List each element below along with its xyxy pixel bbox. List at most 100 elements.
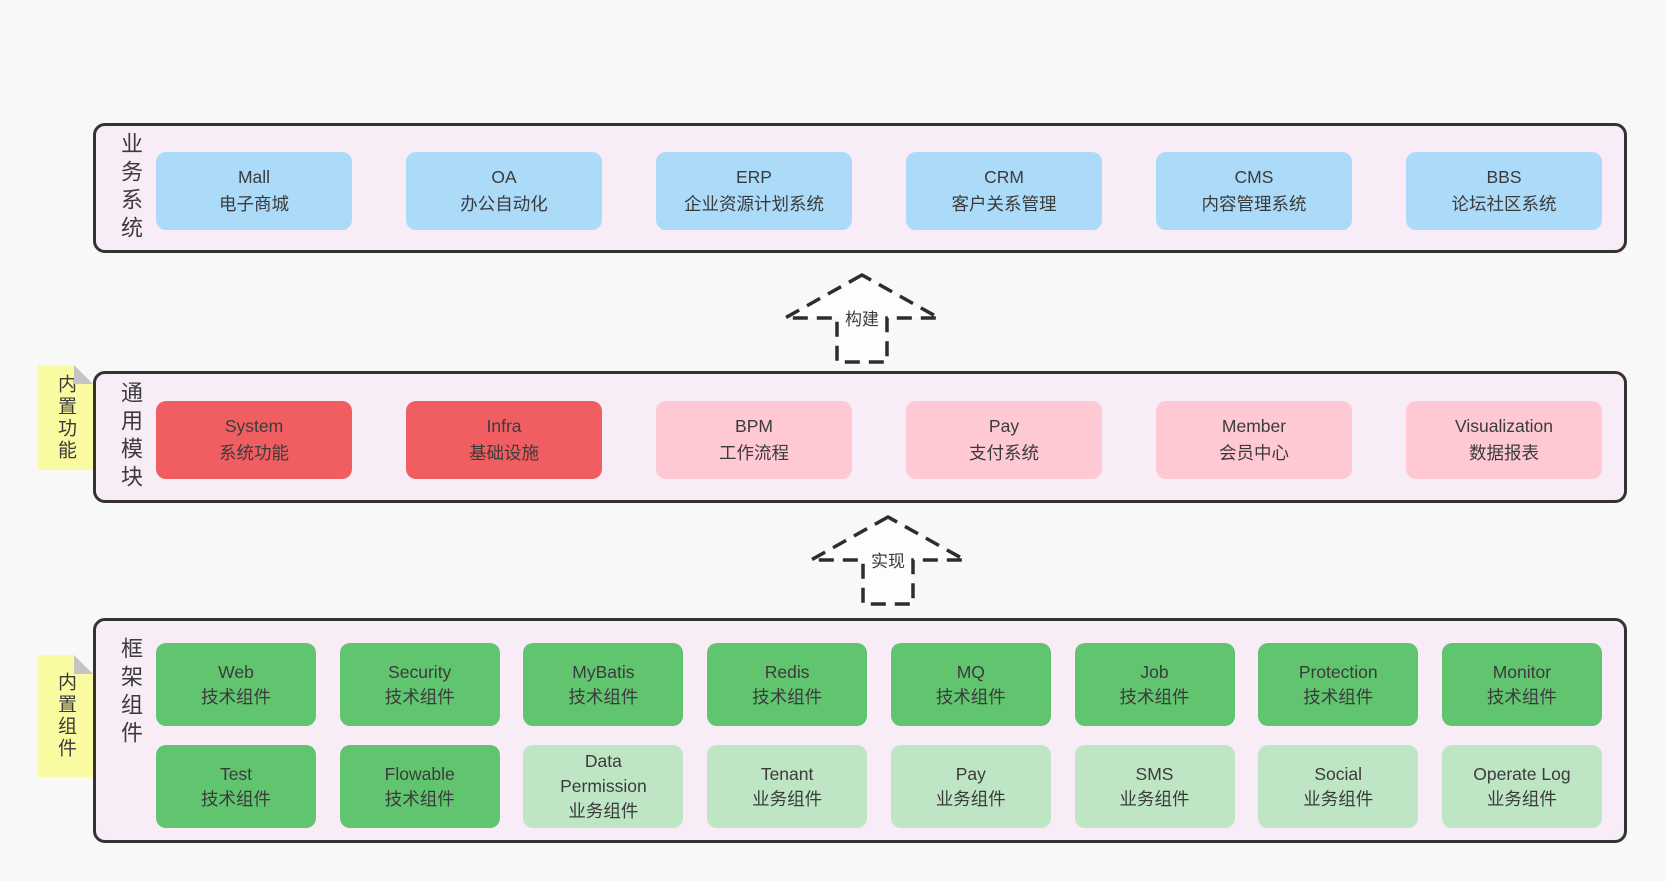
sticky-note-label: 内置组件 <box>55 672 76 760</box>
box-desc: 系统功能 <box>219 443 289 463</box>
diagram-box-visualization: Visualization 数据报表 <box>1406 401 1602 479</box>
box-desc: 电子商城 <box>219 194 289 214</box>
diagram-box-data-permission: Data Permission 业务组件 <box>523 745 684 828</box>
box-name: OA <box>491 167 517 187</box>
box-desc: 业务组件 <box>1303 788 1374 809</box>
box-name: Data Permission <box>560 751 647 796</box>
box-name: Security <box>388 661 452 682</box>
diagram-box-security: Security 技术组件 <box>339 643 500 726</box>
diagram-box-sms: SMS 业务组件 <box>1074 745 1235 828</box>
build-arrow-label: 构建 <box>843 308 881 332</box>
box-desc: 技术组件 <box>384 788 455 809</box>
box-name: MQ <box>956 661 985 682</box>
diagram-box-tenant: Tenant 业务组件 <box>707 745 868 828</box>
diagram-box-flowable: Flowable 技术组件 <box>339 745 500 828</box>
diagram-box-monitor: Monitor 技术组件 <box>1441 643 1602 726</box>
box-name: Test <box>219 763 253 784</box>
box-desc: 业务组件 <box>1119 788 1190 809</box>
diagram-box-operate-log: Operate Log 业务组件 <box>1441 745 1602 828</box>
box-name: Flowable <box>384 763 455 784</box>
box-name: SMS <box>1135 763 1174 784</box>
diagram-box-infra: Infra 基础设施 <box>406 401 602 479</box>
sticky-note-label: 内置功能 <box>55 373 76 462</box>
box-name: Member <box>1221 416 1287 436</box>
box-name: Tenant <box>760 763 814 784</box>
build-arrow: 构建 <box>777 270 947 366</box>
box-desc: 业务组件 <box>1486 788 1557 809</box>
box-name: Pay <box>988 416 1020 436</box>
diagram-box-bbs: BBS 论坛社区系统 <box>1406 152 1602 230</box>
box-desc: 技术组件 <box>935 686 1006 707</box>
box-name: System <box>224 416 284 436</box>
diagram-box-oa: OA 办公自动化 <box>406 152 602 230</box>
folded-corner-icon <box>74 655 93 674</box>
box-name: Web <box>218 661 254 682</box>
diagram-box-system: System 系统功能 <box>156 401 352 479</box>
box-desc: 内容管理系统 <box>1201 194 1307 214</box>
diagram-box-job: Job 技术组件 <box>1074 643 1235 726</box>
framework-components-side-label: 框架组件 <box>118 637 143 749</box>
diagram-box-pay: Pay 支付系统 <box>906 401 1102 479</box>
box-desc: 技术组件 <box>384 686 455 707</box>
common-modules-row: System 系统功能 Infra 基础设施 BPM 工作流程 Pay 支付系统 Member 会… <box>156 401 1602 479</box>
diagram-box-crm: CRM 客户关系管理 <box>906 152 1102 230</box>
box-desc: 技术组件 <box>1119 686 1190 707</box>
implement-arrow: 实现 <box>803 512 973 608</box>
box-desc: 支付系统 <box>969 443 1039 463</box>
box-desc: 技术组件 <box>201 686 271 707</box>
box-name: Protection <box>1298 661 1378 682</box>
folded-corner-icon <box>74 365 93 384</box>
sticky-note-builtin-features: 内置功能 <box>38 365 93 470</box>
box-name: Job <box>1140 661 1169 682</box>
box-name: Infra <box>486 416 522 436</box>
box-desc: 技术组件 <box>201 788 271 809</box>
box-desc: 工作流程 <box>719 443 789 463</box>
box-desc: 客户关系管理 <box>951 194 1057 214</box>
business-systems-side-label: 业务系统 <box>118 132 143 244</box>
common-modules-side-label: 通用模块 <box>118 381 143 493</box>
box-name: Mall <box>237 167 271 187</box>
diagram-box-mall: Mall 电子商城 <box>156 152 352 230</box>
box-desc: 数据报表 <box>1469 443 1539 463</box>
diagram-box-web: Web 技术组件 <box>156 643 316 726</box>
box-desc: 企业资源计划系统 <box>684 194 824 214</box>
box-desc: 业务组件 <box>752 788 823 809</box>
box-desc: 办公自动化 <box>460 194 548 214</box>
diagram-box-protection: Protection 技术组件 <box>1258 643 1419 726</box>
box-name: Operate Log <box>1473 763 1571 784</box>
diagram-box-mybatis: MyBatis 技术组件 <box>523 643 684 726</box>
sticky-note-builtin-components: 内置组件 <box>38 655 93 777</box>
box-desc: 论坛社区系统 <box>1451 194 1557 214</box>
diagram-box-mq: MQ 技术组件 <box>890 643 1051 726</box>
box-desc: 基础设施 <box>469 443 539 463</box>
box-desc: 技术组件 <box>1303 686 1374 707</box>
diagram-box-redis: Redis 技术组件 <box>707 643 868 726</box>
box-desc: 业务组件 <box>568 801 639 821</box>
box-desc: 技术组件 <box>568 686 639 707</box>
diagram-box-bpm: BPM 工作流程 <box>656 401 852 479</box>
box-name: Redis <box>764 661 810 682</box>
box-name: Monitor <box>1492 661 1552 682</box>
box-name: CRM <box>984 167 1024 187</box>
box-name: BBS <box>1486 167 1522 187</box>
box-name: BPM <box>735 416 773 436</box>
box-desc: 技术组件 <box>752 686 823 707</box>
box-desc: 会员中心 <box>1219 443 1289 463</box>
box-name: Visualization <box>1455 416 1553 436</box>
implement-arrow-label: 实现 <box>869 550 907 574</box>
common-modules-panel: 通用模块 System 系统功能 Infra 基础设施 BPM 工作流程 Pay 支付系统 Me… <box>93 371 1627 503</box>
box-desc: 业务组件 <box>935 788 1006 809</box>
box-desc: 技术组件 <box>1486 686 1557 707</box>
box-name: CMS <box>1234 167 1274 187</box>
box-name: MyBatis <box>572 661 635 682</box>
diagram-box-member: Member 会员中心 <box>1156 401 1352 479</box>
